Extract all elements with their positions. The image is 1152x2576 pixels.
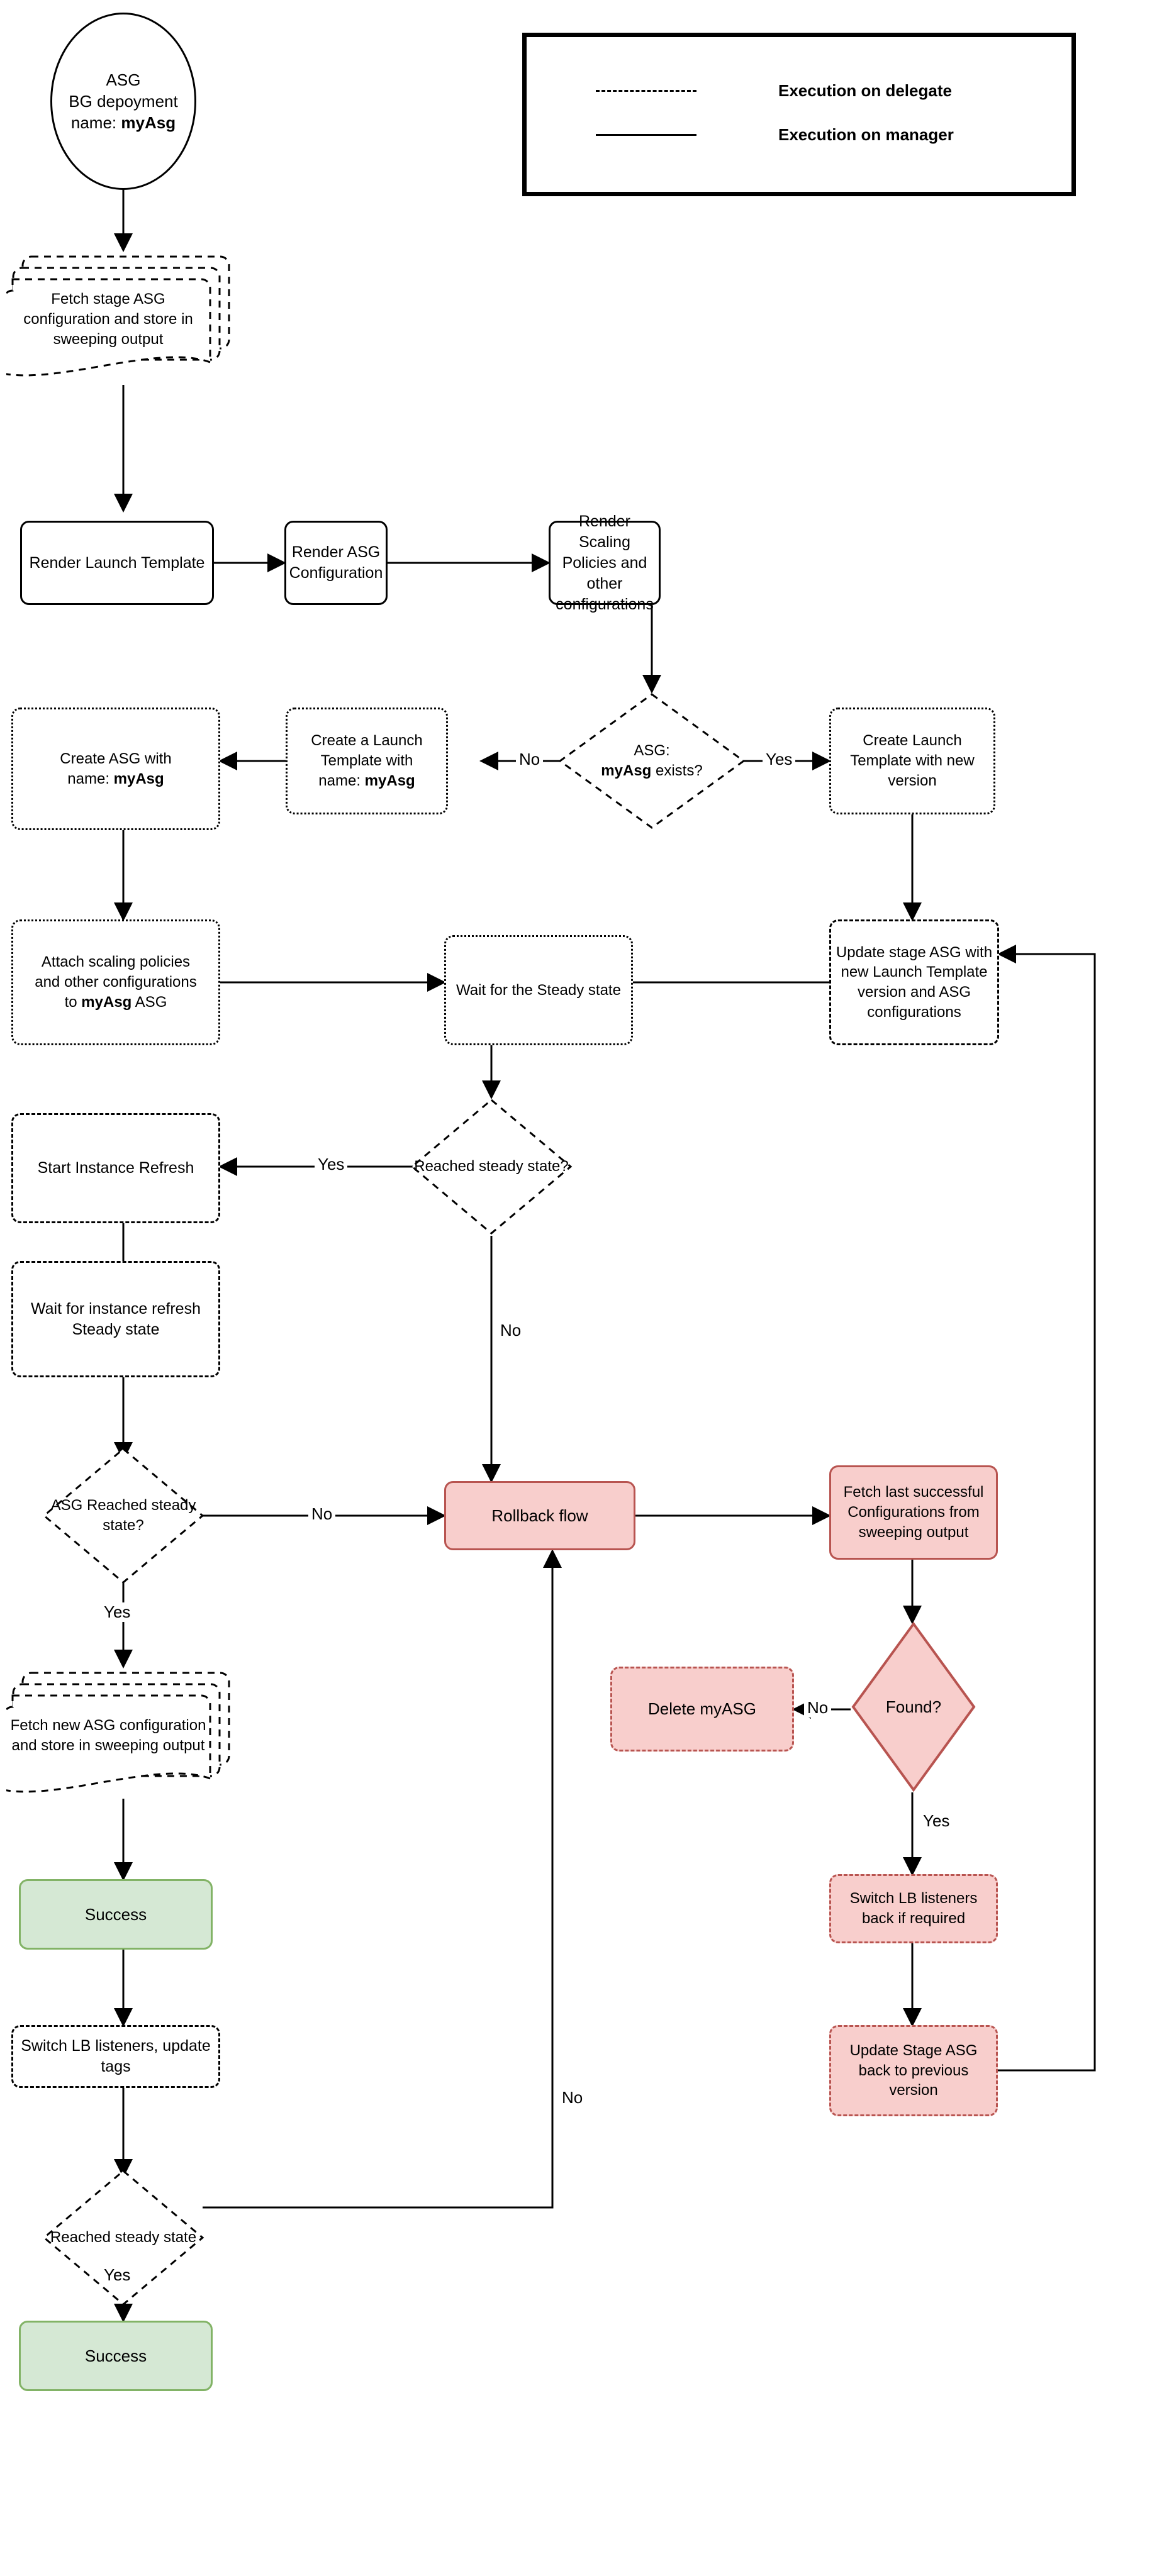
legend-row-delegate: Execution on delegate bbox=[596, 81, 952, 101]
edge-label-yes-bottom: Yes bbox=[101, 2265, 134, 2285]
edge-reachedbottom-no bbox=[203, 1549, 562, 2209]
start-asg-name: myAsg bbox=[121, 113, 176, 133]
node-create-asg-myasg[interactable]: Create ASG with name: myAsg bbox=[11, 708, 220, 830]
legend-manager-label: Execution on manager bbox=[778, 125, 954, 144]
edge-label-no-exists: No bbox=[516, 750, 544, 769]
edge-label-no-found: No bbox=[804, 1698, 832, 1718]
legend-row-manager: Execution on manager bbox=[596, 125, 954, 145]
edge-label-no-bottom: No bbox=[559, 2088, 586, 2107]
edge-label-yes-reached: Yes bbox=[315, 1155, 348, 1174]
diamond-shape-icon bbox=[410, 1099, 573, 1235]
legend-delegate-label: Execution on delegate bbox=[778, 81, 952, 100]
node-fetch-new-asg-config[interactable]: Fetch new ASG configuration and store in… bbox=[3, 1668, 245, 1800]
solid-line-icon bbox=[596, 134, 696, 136]
node-create-launch-template-new-version[interactable]: Create Launch Template with new version bbox=[829, 708, 995, 814]
node-attach-scaling-policies[interactable]: Attach scaling policies and other config… bbox=[11, 919, 220, 1045]
edge-label-yes-exists: Yes bbox=[763, 750, 796, 769]
node-render-launch-template[interactable]: Render Launch Template bbox=[20, 521, 214, 605]
edge-label-no-reached: No bbox=[497, 1321, 525, 1340]
node-success-top[interactable]: Success bbox=[19, 1879, 213, 1950]
node-success-bottom[interactable]: Success bbox=[19, 2321, 213, 2391]
diamond-shape-icon bbox=[558, 693, 746, 829]
node-delete-myasg[interactable]: Delete myASG bbox=[610, 1667, 794, 1752]
node-switch-lb-back[interactable]: Switch LB listeners back if required bbox=[829, 1874, 998, 1943]
legend-box: Execution on delegate Execution on manag… bbox=[522, 33, 1076, 196]
dashed-line-icon bbox=[596, 90, 696, 92]
node-reached-steady-state-decision[interactable]: Reached steady state? bbox=[410, 1097, 573, 1236]
start-line3: name: myAsg bbox=[70, 113, 176, 133]
node-start-instance-refresh[interactable]: Start Instance Refresh bbox=[11, 1113, 220, 1223]
node-create-launch-template-myasg[interactable]: Create a Launch Template with name: myAs… bbox=[286, 708, 448, 814]
edge-label-yes-asg-reached: Yes bbox=[101, 1602, 134, 1622]
multidoc-shape-icon bbox=[3, 255, 230, 377]
node-found-decision[interactable]: Found? bbox=[851, 1621, 976, 1792]
node-reached-steady-bottom-decision[interactable]: Reached steady state bbox=[42, 2168, 205, 2307]
node-update-stage-asg-back[interactable]: Update Stage ASG back to previous versio… bbox=[829, 2025, 998, 2116]
node-fetch-stage-asg[interactable]: Fetch stage ASG configuration and store … bbox=[3, 252, 245, 384]
edge-label-no-asg-reached: No bbox=[308, 1504, 336, 1524]
start-line2: BG depoyment bbox=[69, 91, 178, 111]
diamond-shape-icon bbox=[42, 1448, 204, 1584]
diamond-shape-icon bbox=[851, 1621, 976, 1792]
node-rollback-flow[interactable]: Rollback flow bbox=[444, 1481, 635, 1550]
fetch-stage-label: Fetch stage ASG configuration and store … bbox=[23, 291, 193, 348]
asg-exists-line2: myAsg exists? bbox=[601, 762, 703, 779]
node-render-asg-configuration[interactable]: Render ASG Configuration bbox=[284, 521, 388, 605]
node-asg-exists-decision[interactable]: ASG: myAsg exists? bbox=[557, 692, 746, 830]
edge-label-yes-found: Yes bbox=[920, 1811, 953, 1831]
node-render-scaling-policies[interactable]: Render Scaling Policies and other config… bbox=[549, 513, 661, 613]
diamond-shape-icon bbox=[42, 2170, 204, 2306]
node-switch-lb-update-tags[interactable]: Switch LB listeners, update tags bbox=[11, 2025, 220, 2088]
asg-exists-line1: ASG: bbox=[634, 742, 670, 760]
node-update-stage-asg[interactable]: Update stage ASG with new Launch Templat… bbox=[829, 919, 999, 1045]
node-fetch-last-successful-config[interactable]: Fetch last successful Configurations fro… bbox=[829, 1465, 998, 1560]
multidoc-shape-icon bbox=[3, 1672, 230, 1793]
node-start[interactable]: ASG BG depoyment name: myAsg bbox=[50, 13, 196, 190]
start-line1: ASG bbox=[106, 70, 141, 89]
node-wait-steady-state[interactable]: Wait for the Steady state bbox=[444, 935, 633, 1045]
node-asg-reached-steady-decision[interactable]: ASG Reached steady state? bbox=[42, 1446, 205, 1585]
node-wait-instance-refresh[interactable]: Wait for instance refresh Steady state bbox=[11, 1261, 220, 1377]
edge-updateback-loop bbox=[995, 945, 1096, 2072]
